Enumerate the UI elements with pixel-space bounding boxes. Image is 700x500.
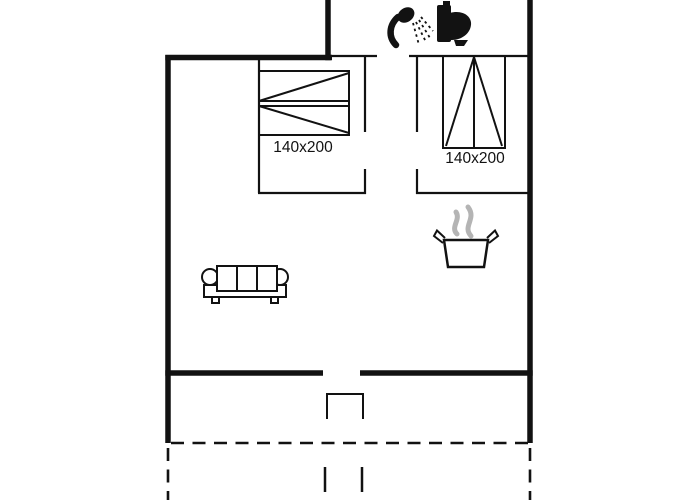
bed-left-duvet-diagonal-2 [258,105,350,134]
sofa-cushion-3 [256,265,278,292]
pot-handle-right [486,228,500,244]
shower-hose [387,13,402,49]
sofa-cushion-1 [216,265,238,292]
pot-handle-left [432,228,446,244]
steam-swirl-right [465,204,474,239]
sofa-foot-right [270,296,279,304]
bed-right-size-label: 140x200 [445,150,505,167]
shower-spray-1 [412,22,420,46]
terrace-steps [323,467,364,492]
shower-icon [387,7,434,49]
shower-spray-2 [415,21,427,43]
pot-body [442,238,490,269]
toilet-cistern [437,5,451,42]
sofa-armrest-left [201,268,219,286]
interior-walls [257,54,529,195]
bed-left-size-label: 140x200 [273,139,333,156]
bed-left-duvet-diagonal-1 [258,72,350,102]
double-bed-left [258,70,350,136]
toilet-bowl [450,12,472,40]
bed-left-outline [258,70,350,136]
shower-head [397,7,415,23]
shower-spray-3 [418,19,431,39]
entrance-door [326,393,364,419]
entrance-door-leaf [326,393,364,419]
sofa-foot-left [211,296,220,304]
toilet-flush-button [443,1,450,6]
bed-right-duvet-diagonal-1 [445,56,475,147]
shower-spray-4 [420,16,434,32]
steam-swirl-left [452,209,460,237]
double-bed-right [442,55,506,149]
exterior-walls [165,0,533,443]
toilet-icon [437,1,472,46]
cooking-pot-icon [432,228,500,269]
bed-right-duvet-diagonal-2 [473,56,503,147]
terrace-outline [166,441,532,500]
sofa-cushion-2 [236,265,258,292]
sofa-icon [201,265,289,304]
toilet-foot [454,40,468,46]
steam-icon [452,204,474,239]
